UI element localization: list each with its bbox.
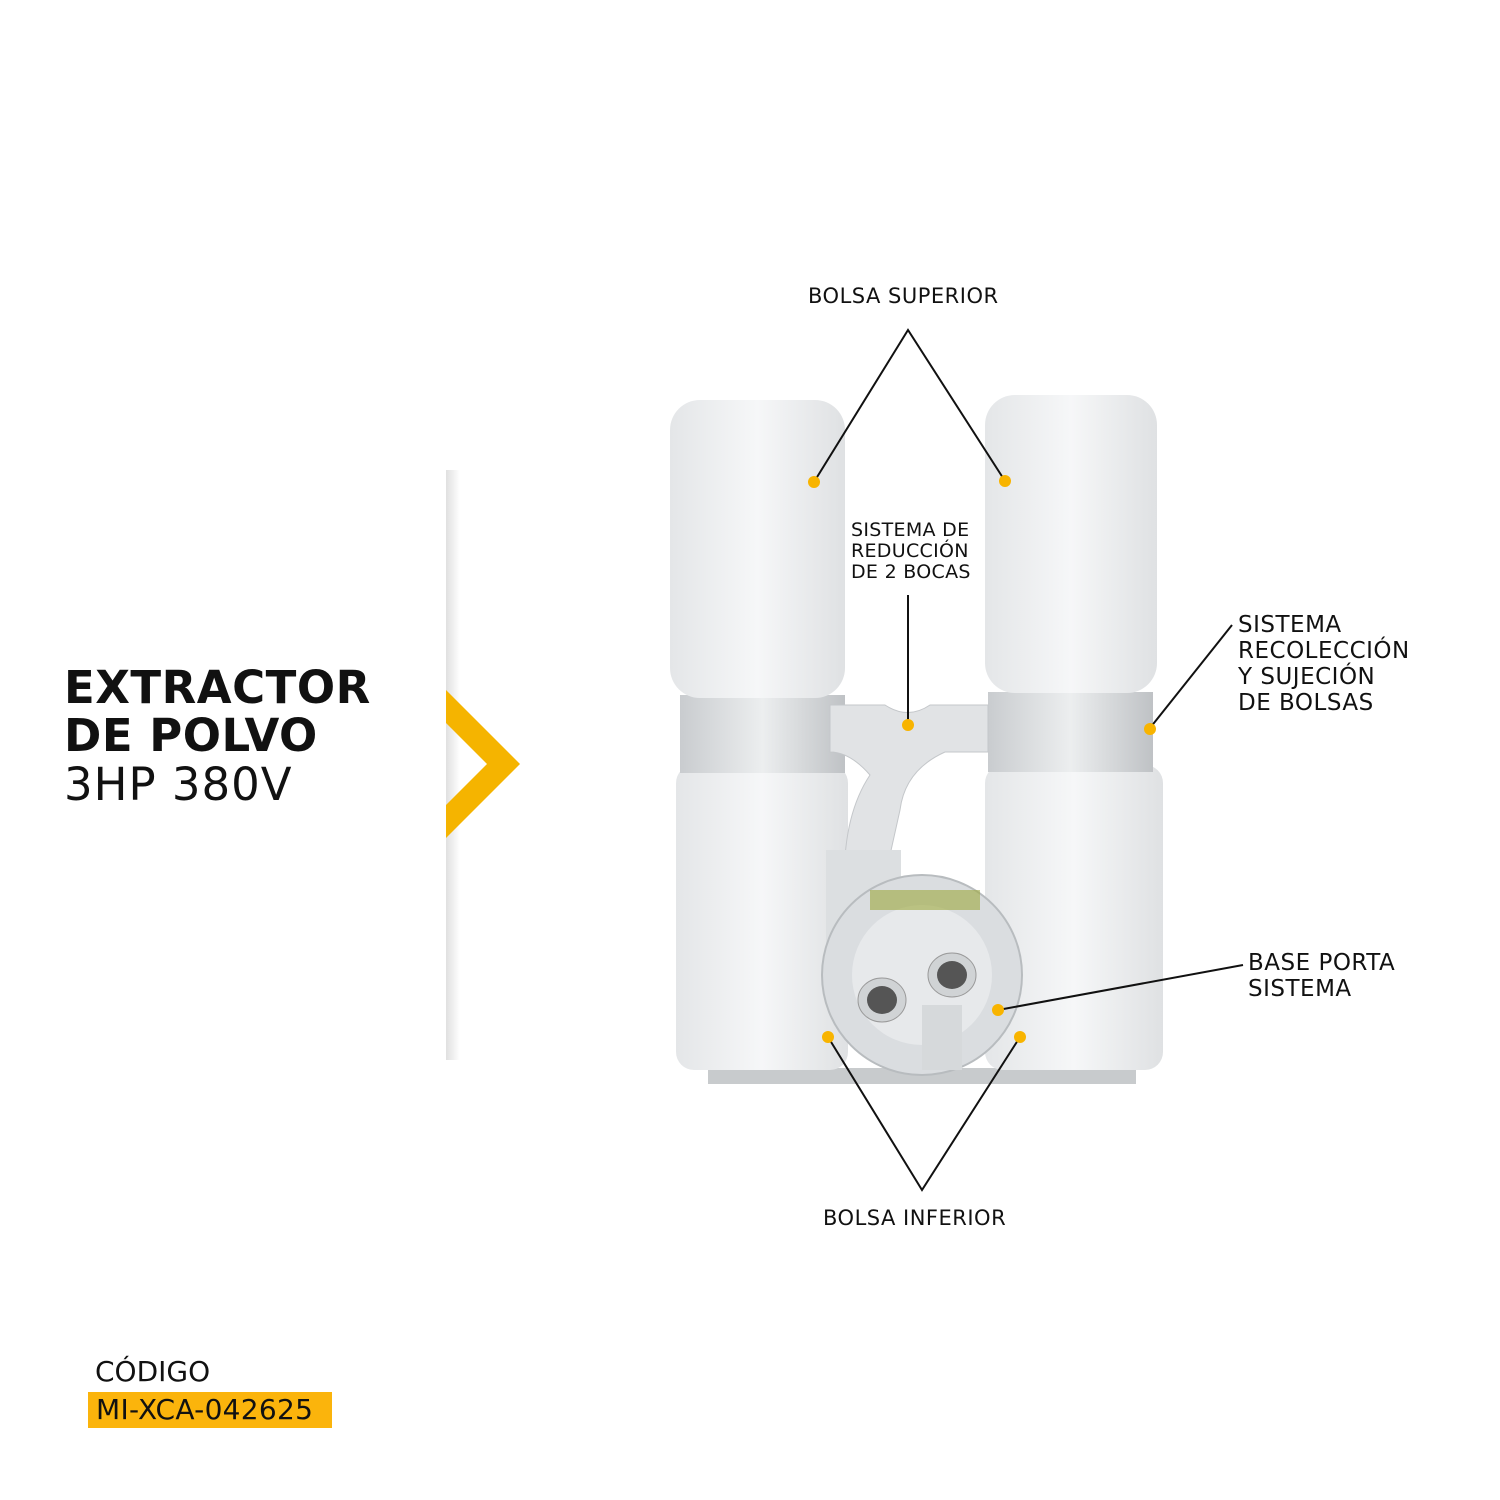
divider-shadow [446,470,460,1060]
product-spec: 3HP 380V [64,758,293,811]
callout-reduction: SISTEMA DE REDUCCIÓN DE 2 BOCAS [851,519,971,583]
callout-top-bags: BOLSA SUPERIOR [808,284,999,308]
chevron-arrow-icon [446,690,520,838]
right-collar [988,692,1153,772]
code-highlight [88,1392,332,1428]
callout-bottom-bags: BOLSA INFERIOR [823,1206,1007,1230]
left-lower-bag [676,765,848,1070]
callout-base: BASE PORTA SISTEMA [1248,950,1396,1002]
left-upper-bag [670,400,845,698]
code-label: CÓDIGO [95,1355,211,1388]
title-line-1: EXTRACTOR [64,661,371,714]
callout-lines [813,328,1244,1192]
product-title: EXTRACTOR DE POLVO [64,664,371,760]
right-lower-bag [985,765,1163,1070]
right-upper-bag [985,395,1157,693]
callout-dots [808,475,1156,1043]
callout-collection: SISTEMA RECOLECCIÓN Y SUJECIÓN DE BOLSAS [1238,612,1410,716]
left-collar [680,695,845,773]
title-line-2: DE POLVO [64,709,318,762]
code-value: MI-XCA-042625 [96,1393,314,1426]
